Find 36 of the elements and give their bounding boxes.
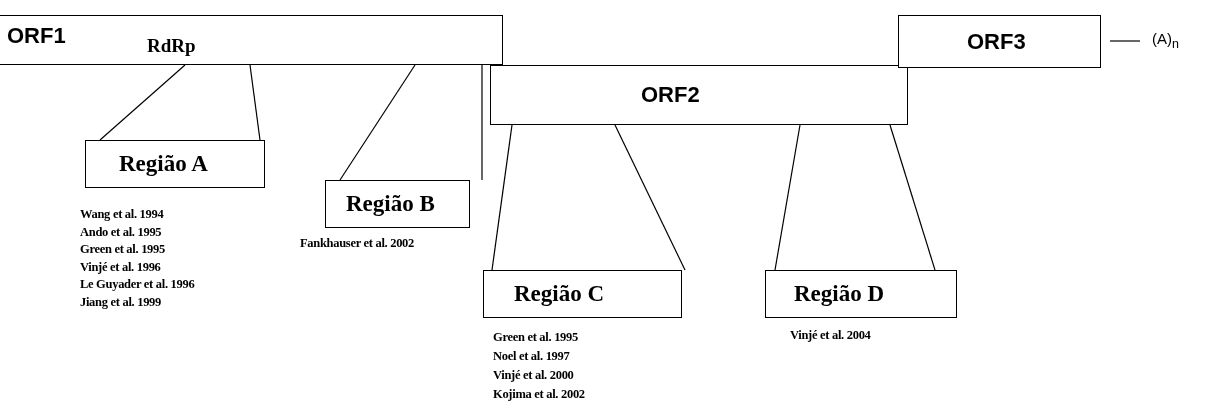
gene-label: ORF1 (7, 23, 66, 49)
connector-line (614, 124, 686, 271)
gene-label: ORF2 (641, 82, 700, 108)
reference-text: Noel et al. 1997 (493, 349, 570, 364)
region-label: Região C (514, 281, 605, 307)
reference-text: Fankhauser et al. 2002 (300, 236, 414, 251)
connector-line (339, 64, 416, 181)
region-box (483, 270, 682, 318)
reference-text: Vinjé et al. 2000 (493, 368, 574, 383)
reference-text: Jiang et al. 1999 (80, 294, 161, 310)
connector-line (889, 124, 936, 271)
connector-line (481, 64, 483, 181)
region-label: Região D (794, 281, 885, 307)
region-box (85, 140, 265, 188)
reference-text: Le Guyader et al. 1996 (80, 277, 195, 292)
reference-text: Vinjé et al. 1996 (80, 259, 161, 275)
poly-a-label: (A)$_{n}$ (1152, 30, 1179, 51)
region-label: Região A (119, 151, 208, 177)
reference-text: Kojima et al. 2002 (493, 387, 585, 402)
region-label: Região B (346, 191, 435, 217)
gene-label: ORF3 (967, 29, 1026, 55)
reference-text: Ando et al. 1995 (80, 224, 162, 240)
reference-text: Vinjé et al. 2004 (790, 328, 871, 343)
connector-line (249, 64, 261, 141)
region-box (325, 180, 470, 228)
reference-text: Green et al. 1995 (493, 330, 578, 345)
connector-line (99, 64, 186, 141)
region-box (765, 270, 957, 318)
orf-box (0, 15, 503, 65)
reference-text: Wang et al. 1994 (80, 207, 164, 222)
gene-label: RdRp (147, 35, 196, 57)
connector-line (491, 124, 513, 271)
reference-text: Green et al. 1995 (80, 242, 165, 257)
orf-box (490, 65, 908, 125)
orf-box (898, 15, 1101, 68)
connector-line (774, 124, 801, 271)
